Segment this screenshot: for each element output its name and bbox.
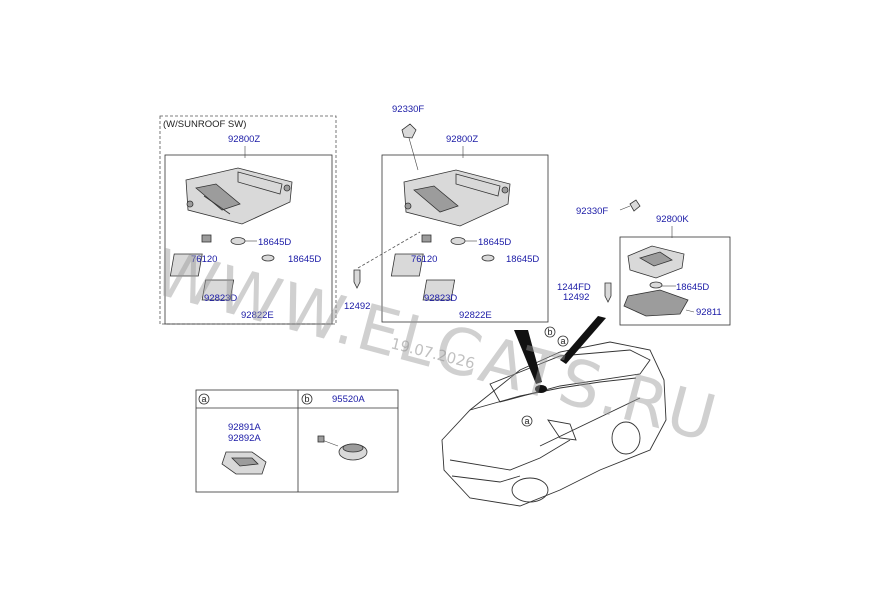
legend-marker-b-text: b xyxy=(304,394,309,404)
sunroof-part-18645d-2: 18645D xyxy=(288,254,321,265)
center-part-18645d-2: 18645D xyxy=(506,254,539,265)
sunroof-part-76120: 76120 xyxy=(191,254,217,265)
rear-part-18645d: 18645D xyxy=(676,282,709,293)
group-standard: 92330F 92800Z 18645D 18645D 76120 92823D… xyxy=(344,104,549,323)
center-clip-label: 92330F xyxy=(392,104,424,115)
legend-table: a b 92891A 92892A 95520A xyxy=(195,389,399,493)
car-callout-a-top-text: a xyxy=(560,336,565,346)
sunroof-part-18645d-1: 18645D xyxy=(258,237,291,248)
car-callout-b xyxy=(544,326,556,338)
clip xyxy=(629,199,641,212)
car-callout-a-door-text: a xyxy=(524,416,529,426)
center-assembly-label: 92800Z xyxy=(446,134,478,145)
bulb xyxy=(450,237,466,245)
screw xyxy=(604,282,612,303)
lens xyxy=(201,279,235,301)
center-part-92822e: 92822E xyxy=(459,310,492,321)
legend-frame xyxy=(195,389,399,493)
overhead-console-lamp-sunroof xyxy=(185,167,293,225)
pointer-arrow xyxy=(514,330,542,384)
sensor-part xyxy=(317,435,368,461)
bulb-socket xyxy=(421,234,432,243)
center-assembly-box xyxy=(381,154,549,323)
lamp-location-mark xyxy=(535,385,547,393)
sunroof-part-92823d: 92823D xyxy=(204,293,237,304)
legend-part-92892a: 92892A xyxy=(228,433,261,444)
rear-screw-b-label: 12492 xyxy=(563,292,589,303)
bulb xyxy=(481,254,495,262)
legend-marker-b xyxy=(301,393,313,405)
group-sunroof: (W/SUNROOF SW) 92800Z 18645D 18645D 7612… xyxy=(159,115,337,325)
bulb xyxy=(261,254,275,262)
rear-assembly-box xyxy=(619,236,731,326)
rear-part-92811: 92811 xyxy=(696,307,722,318)
lens xyxy=(422,279,456,301)
clip xyxy=(401,123,417,139)
bulb xyxy=(649,281,663,289)
leader-line xyxy=(357,231,421,269)
leader-line xyxy=(685,309,695,313)
pointer-arrow xyxy=(560,316,606,364)
car-illustration: b a a xyxy=(441,316,667,507)
legend-part-92891a: 92891A xyxy=(228,422,261,433)
sunroof-header: (W/SUNROOF SW) xyxy=(163,119,246,130)
lens xyxy=(169,253,203,277)
sunroof-assembly-label: 92800Z xyxy=(228,134,260,145)
center-part-18645d-1: 18645D xyxy=(478,237,511,248)
group-rear: 92330F 92800K 18645D 92811 1244FD 12492 xyxy=(557,199,731,326)
bulb-socket xyxy=(201,234,212,243)
lens-cover xyxy=(623,289,689,317)
rear-map-lamp xyxy=(627,245,685,279)
rear-screw-a-label: 1244FD xyxy=(557,282,591,293)
center-part-76120: 76120 xyxy=(411,254,437,265)
screw xyxy=(353,269,361,289)
legend-marker-a xyxy=(198,393,210,405)
vanity-lamp xyxy=(221,451,267,475)
legend-marker-a-text: a xyxy=(201,394,206,404)
sunroof-assembly-box xyxy=(164,154,333,325)
overhead-console-lamp xyxy=(403,169,511,227)
legend-part-95520a: 95520A xyxy=(332,394,365,405)
lens xyxy=(390,253,424,277)
car-callout-b-text: b xyxy=(547,327,552,337)
leader-line xyxy=(408,137,419,171)
center-side-clip-label: 12492 xyxy=(344,301,370,312)
car-callout-a-top xyxy=(557,335,569,347)
center-part-92823d: 92823D xyxy=(424,293,457,304)
sunroof-part-92822e: 92822E xyxy=(241,310,274,321)
car-callout-a-door xyxy=(521,415,533,427)
leader-line xyxy=(619,205,631,211)
rear-assembly-label: 92800K xyxy=(656,214,689,225)
rear-clip-label: 92330F xyxy=(576,206,608,217)
bulb xyxy=(230,237,246,245)
